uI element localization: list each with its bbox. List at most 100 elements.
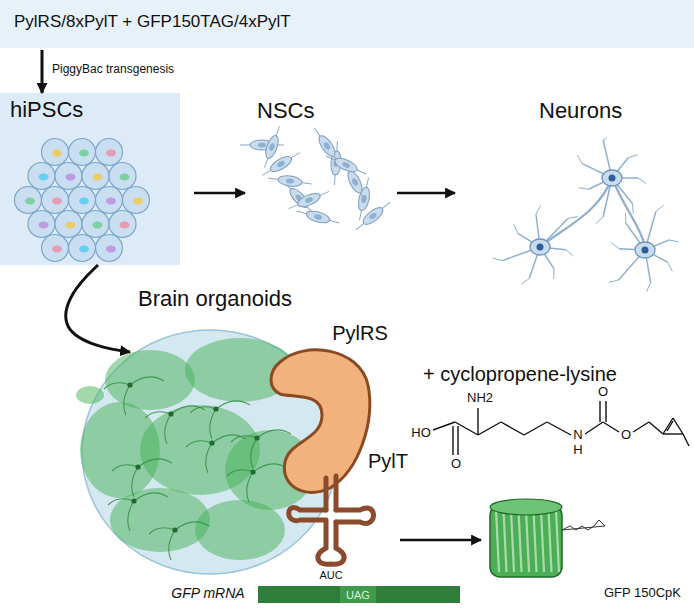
stem-cell [69,235,96,262]
organoid-neuron [250,469,255,474]
stem-cell [109,163,136,190]
beta-strand [534,510,537,572]
annotation-label: + cyclopropene-lysine [423,363,617,385]
atom-label: O [451,457,461,471]
annotation-label: PylRS [332,322,388,344]
trna-left-arm [289,508,326,521]
chemical-bond [633,422,649,432]
stem-cell [96,187,123,214]
cell-body [316,133,338,158]
stem-cell [123,187,150,214]
mrna-strand [258,586,460,603]
neuron-soma [635,242,655,258]
stem-cell [28,211,55,238]
organoid-neurite [186,435,246,473]
cell-nucleus [52,198,62,205]
stem-cell [42,235,69,262]
cell-nucleus [286,178,295,184]
cell-nucleus [39,222,49,229]
green-cell-cluster [195,500,285,560]
cell-nucleus [304,196,313,204]
cell-body [305,209,331,225]
cell-nucleus [79,246,89,253]
cell-nucleus [39,174,49,181]
chemical-bond [605,401,606,422]
cell-process [268,178,312,184]
cpk-sidechain [562,520,605,530]
stem-cell [96,139,123,166]
dendrite-branch [521,278,529,284]
beta-strand [526,510,529,572]
organoid-neuron [135,464,140,469]
annotation-label: GFP mRNA [171,586,244,601]
cell-nucleus [93,222,103,229]
chemical-bond [599,401,600,422]
neural-stem-cell [260,125,284,170]
top-band [0,0,694,48]
cell-body [296,191,322,210]
cell-nucleus [268,142,275,151]
organoid-neuron [209,440,214,445]
cell-nucleus [106,246,116,253]
stem-cell [28,163,55,190]
organoid-neuron [127,382,132,387]
beta-strand [556,510,559,572]
node-label: GFP 150CpK [604,586,681,601]
dendrite-branch [668,262,673,271]
neural-stem-cell [295,206,340,228]
cell-group: Neurons [455,96,690,296]
beta-strand [496,510,499,572]
cell-nucleus [106,198,116,205]
cell-nucleus [313,213,322,220]
dendrite-branch [628,155,638,158]
flow-arrow [66,265,130,352]
edge-label: PiggyBac transgenesis [52,63,174,76]
organoid-neurite [112,459,172,497]
flow-arrow [41,50,44,93]
stem-cell [55,163,82,190]
beta-strand [511,510,514,572]
organoid-neuron [213,406,218,411]
organoid-neurite [104,377,164,415]
chemical-bond [673,418,683,434]
cell-nucleus [52,150,62,157]
dendrite-branch [514,224,518,233]
organoid-neuron [131,498,136,503]
cell-nucleus [66,174,76,181]
trna [289,476,374,564]
cell-process [284,182,314,214]
cell-nucleus [258,143,266,148]
organoid-neurite [149,522,209,560]
chemical-bond [663,433,683,434]
stem-cell [42,139,69,166]
dendrite-branch [625,213,626,223]
barrel-top [490,499,562,515]
dendrite-branch [603,138,607,140]
nsc-cells [240,125,393,234]
atom-label: O [598,385,608,399]
chemical-bond [667,421,673,431]
cell-body [333,156,359,175]
neural-stem-cell [324,151,368,178]
trna-right-arm [336,508,374,523]
chemical-bond [585,422,603,434]
stem-cell [82,163,109,190]
chemical-bond [649,422,663,434]
dendrite-branch [579,188,589,190]
chemical-bond [457,426,458,455]
dendrite-branch [596,217,603,224]
atom-label: H [573,443,582,457]
chemical-bond [452,426,453,455]
beta-strand [504,510,507,572]
neuron-soma [602,170,622,186]
cell-process [289,191,330,208]
cell-nucleus [120,174,130,181]
dendrite-branch [577,155,582,164]
cell-nucleus [323,141,332,150]
annotation-label: AUC [319,569,342,581]
stem-cell [109,211,136,238]
trna-group: PylT [285,450,410,578]
node-label: NSCs [257,98,314,123]
flow-arrow [397,192,455,195]
